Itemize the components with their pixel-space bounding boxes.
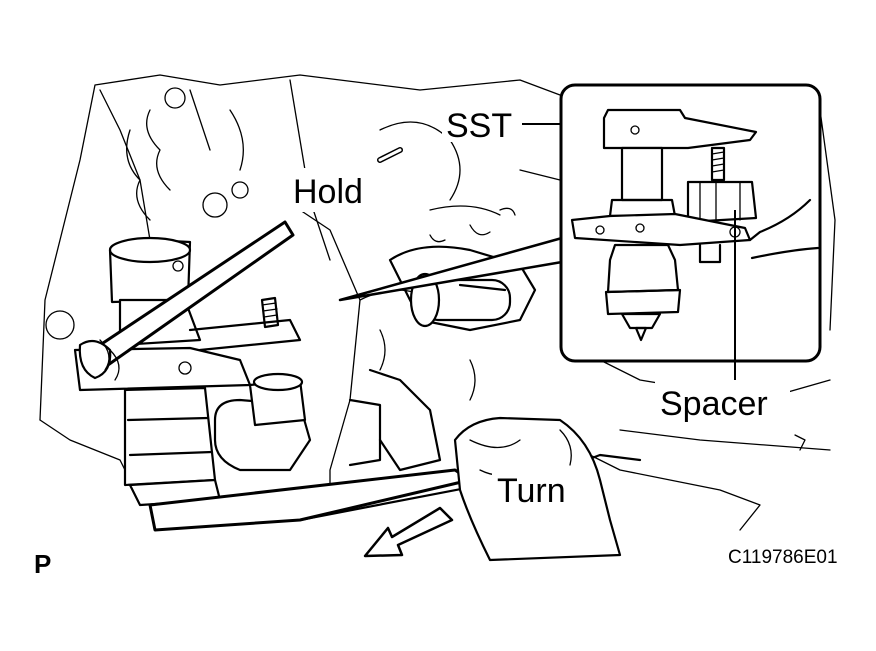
sst-label: SST xyxy=(446,107,512,145)
view-marker: P xyxy=(34,549,51,579)
turn-label: Turn xyxy=(497,472,566,510)
hub-assembly xyxy=(213,245,537,472)
figure-code: C119786E01 xyxy=(728,547,838,568)
turn-wrench xyxy=(148,416,642,562)
detail-inset xyxy=(559,83,822,380)
sst-tool-main xyxy=(73,236,307,507)
turn-direction-arrow-icon xyxy=(363,506,454,558)
hold-label: Hold xyxy=(293,173,363,211)
spacer-label: Spacer xyxy=(660,385,768,423)
hold-wrench xyxy=(78,220,295,381)
